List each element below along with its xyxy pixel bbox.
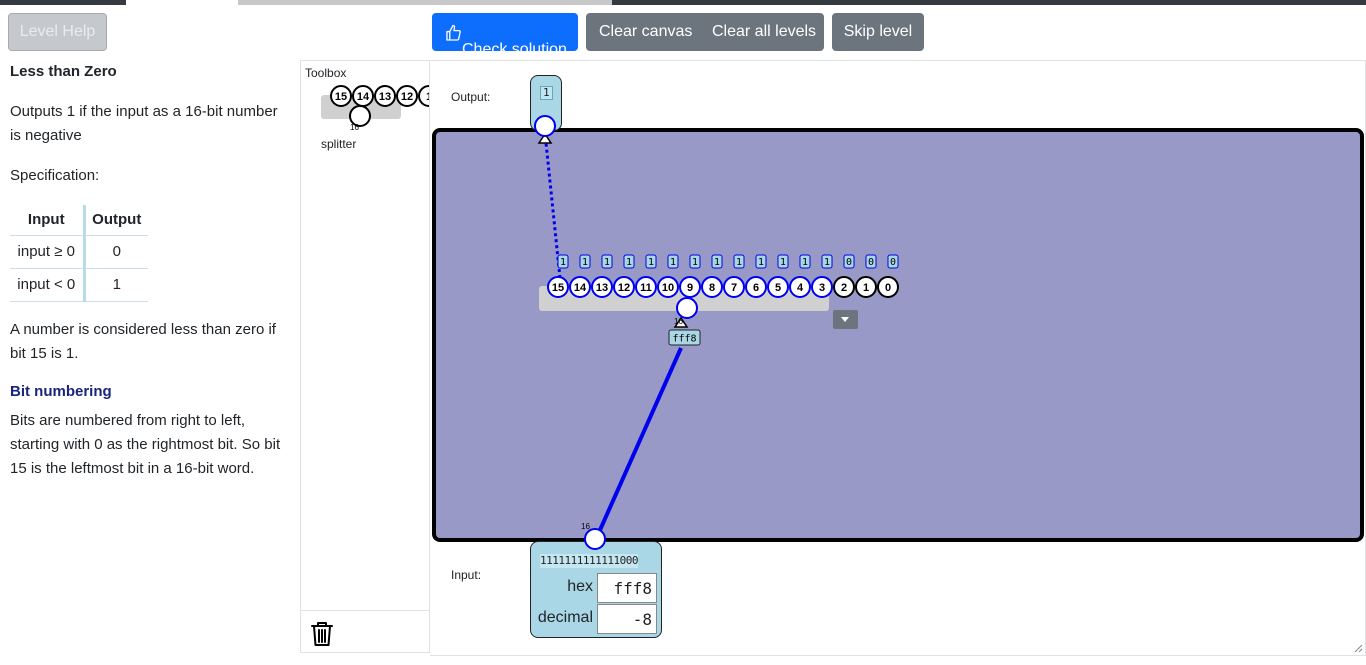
table-cell-input: input ≥ 0 — [10, 235, 84, 269]
toolbox-pin-label: 14 — [357, 91, 370, 103]
level-intro: Outputs 1 if the input as a 16-bit numbe… — [10, 103, 278, 144]
level-title: Less than Zero — [10, 63, 117, 80]
toolbox-pin-1 — [418, 85, 429, 107]
splitter-input-pin — [349, 105, 371, 127]
hex-label: hex — [567, 578, 593, 595]
output-value: 1 — [540, 86, 553, 100]
hex-row: hex — [531, 573, 661, 603]
input-label: Input: — [451, 568, 482, 582]
check-solution-button[interactable]: Check solution — [432, 13, 578, 58]
toolbox-divider — [301, 610, 429, 611]
trash-icon[interactable] — [311, 621, 333, 647]
skip-level-button[interactable]: Skip level — [832, 13, 924, 51]
input-bits: 1111111111111000 — [540, 554, 638, 568]
progress-remaining-segment — [238, 0, 612, 5]
decimal-label: decimal — [537, 609, 593, 626]
specification-table: Input Output input ≥ 0 0 input < 0 1 — [10, 205, 148, 302]
progress-current-segment — [126, 0, 238, 5]
table-cell-input: input < 0 — [10, 268, 84, 302]
toolbox-pin-13 — [374, 85, 396, 107]
splitter-label: splitter — [321, 137, 356, 151]
table-row: input ≥ 0 0 — [10, 235, 148, 269]
input-node[interactable]: 1111111111111000 hex decimal — [530, 541, 662, 638]
level-note: A number is considered less than zero if… — [10, 321, 276, 362]
table-header-input: Input — [10, 205, 84, 236]
level-progress-bar — [0, 0, 1366, 5]
hex-input[interactable] — [597, 573, 657, 603]
table-header-output: Output — [82, 205, 148, 236]
decimal-input[interactable] — [597, 604, 657, 634]
toolbox-pin-15 — [330, 85, 352, 107]
output-node[interactable]: 1 — [530, 75, 562, 131]
toolbox-pin-label: 1 — [426, 91, 429, 103]
level-help-button[interactable]: Level Help — [8, 13, 107, 51]
clear-button-group: Clear canvas Clear all levels — [586, 13, 824, 51]
circuit-canvas[interactable]: Output: 1 Input: 1111111111111000 hex de… — [430, 60, 1366, 656]
clear-all-levels-button[interactable]: Clear all levels — [699, 13, 824, 51]
decimal-row: decimal — [531, 604, 661, 634]
thumbs-up-icon — [446, 24, 461, 41]
output-label: Output: — [451, 90, 491, 104]
bit-numbering-text: Bits are numbered from right to left, st… — [10, 412, 281, 477]
table-cell-output: 1 — [82, 268, 148, 302]
toolbox-panel: Toolbox 15 14 13 12 1 16 splitter — [300, 60, 430, 653]
toolbox-pin-label: 13 — [379, 91, 391, 103]
bit-numbering-heading: Bit numbering — [10, 383, 112, 400]
splitter-dropdown-button[interactable] — [833, 310, 858, 329]
toolbox-title: Toolbox — [305, 66, 347, 80]
clear-canvas-button[interactable]: Clear canvas — [586, 13, 700, 51]
toolbox-pin-12 — [396, 85, 418, 107]
resize-handle-icon[interactable] — [1353, 643, 1363, 653]
toolbox-pin-label: 15 — [335, 91, 347, 103]
check-solution-label: Check solution — [462, 41, 567, 58]
circuit-area[interactable] — [432, 128, 1364, 542]
table-cell-output: 0 — [82, 235, 148, 269]
toolbox-splitter[interactable]: 15 14 13 12 1 16 splitter — [301, 79, 429, 179]
specification-label: Specification: — [10, 167, 100, 184]
table-row: input < 0 1 — [10, 268, 148, 302]
splitter-width-label: 16 — [350, 123, 359, 132]
toolbox-pin-label: 12 — [401, 91, 413, 103]
